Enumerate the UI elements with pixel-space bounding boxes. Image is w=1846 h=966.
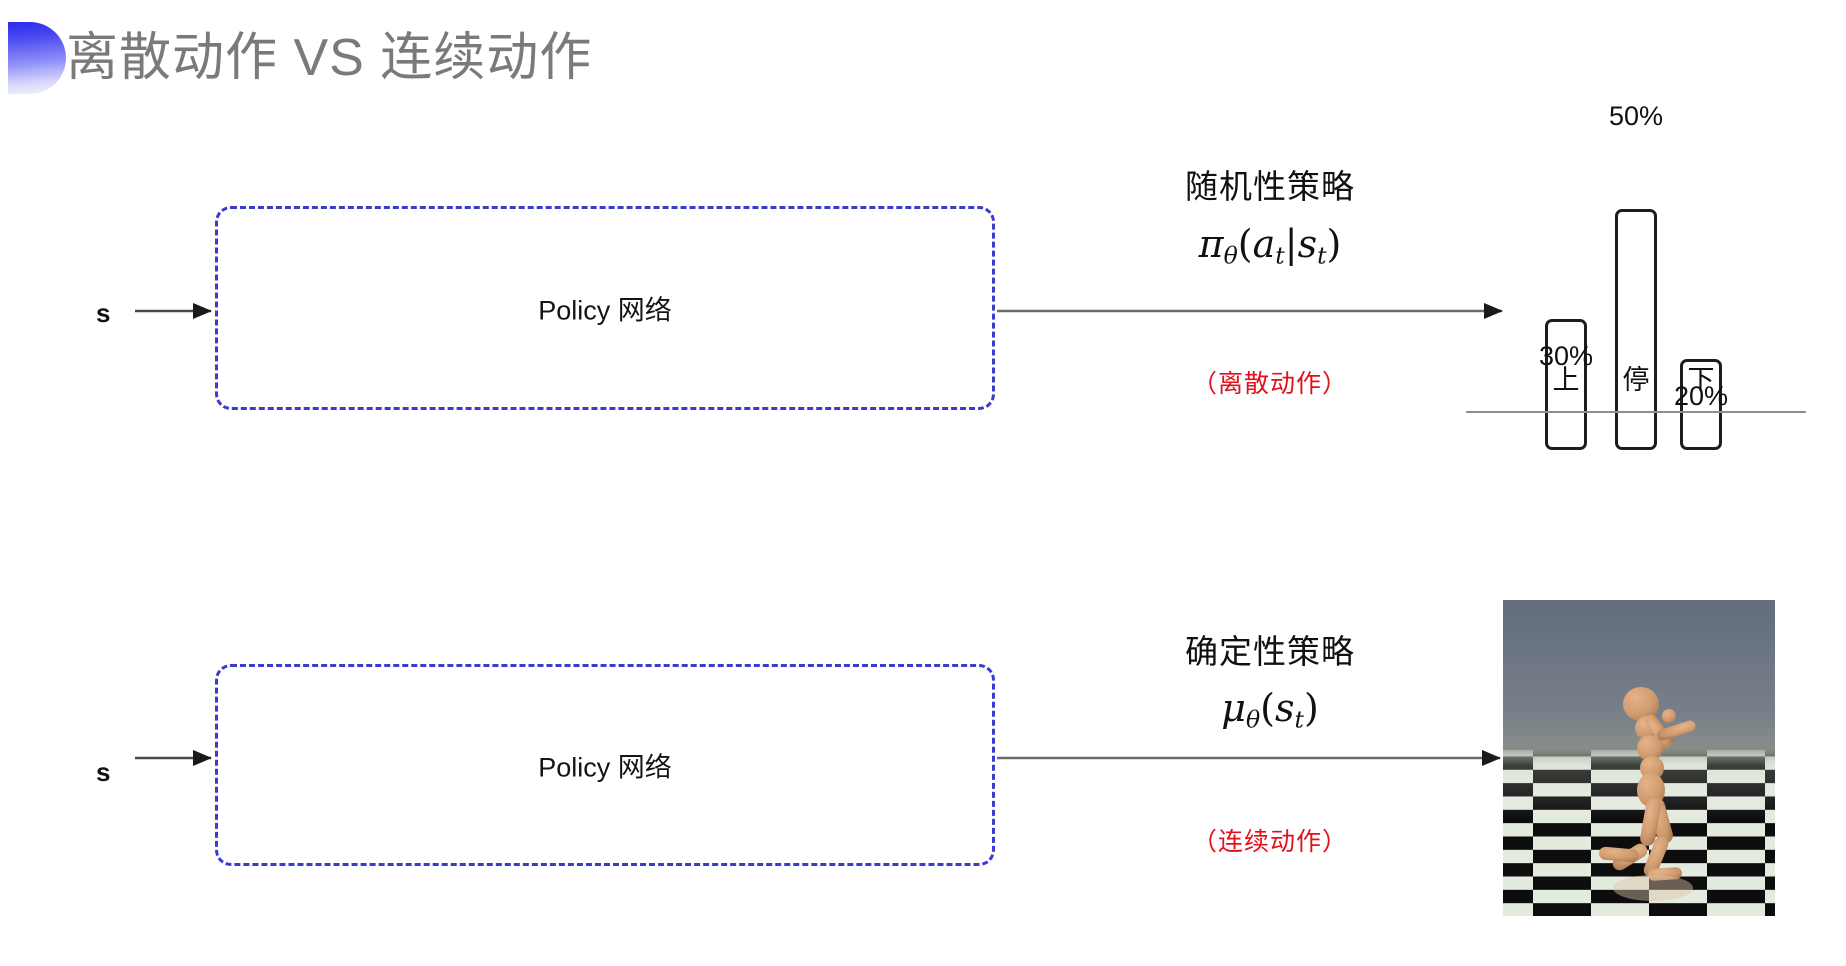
bar-category-0: 上	[1552, 365, 1580, 395]
stochastic-policy-formula: πθ(at|st)	[1198, 222, 1342, 270]
chart-baseline-axis	[1466, 411, 1806, 413]
sim-humanoid	[1599, 687, 1696, 881]
humanoid-simulation-image	[1503, 600, 1775, 916]
policy-network-label-top: Policy 网络	[538, 295, 672, 326]
continuous-action-tag: （连续动作）	[1191, 828, 1348, 856]
bar-value-0: 30%	[1538, 341, 1594, 371]
state-input-label-bottom: s	[96, 757, 111, 787]
bar-1	[1615, 209, 1657, 450]
half-circle-gradient-icon	[8, 22, 66, 94]
bar-0	[1545, 319, 1587, 450]
bar-2	[1680, 359, 1722, 450]
deterministic-policy-formula: μθ(st)	[1221, 686, 1319, 734]
action-probability-bar-chart: 30% 上 50% 停 20% 下	[1466, 100, 1846, 450]
bar-category-2: 下	[1687, 365, 1715, 395]
sim-reflection	[1613, 875, 1693, 901]
policy-network-label-bottom: Policy 网络	[538, 752, 672, 783]
discrete-action-tag: （离散动作）	[1191, 370, 1348, 398]
state-input-label-top: s	[96, 298, 111, 328]
policy-network-box-bottom[interactable]: Policy 网络	[215, 664, 995, 866]
humanoid-simulation-svg	[1503, 600, 1775, 916]
policy-network-box-top[interactable]: Policy 网络	[215, 206, 995, 410]
deterministic-policy-title: 确定性策略	[1185, 633, 1355, 670]
bar-value-1: 50%	[1608, 101, 1664, 131]
page-title: 离散动作 VS 连续动作	[66, 29, 593, 87]
bar-category-1: 停	[1622, 365, 1650, 395]
stochastic-policy-title: 随机性策略	[1185, 168, 1355, 205]
bar-value-2: 20%	[1673, 381, 1729, 411]
